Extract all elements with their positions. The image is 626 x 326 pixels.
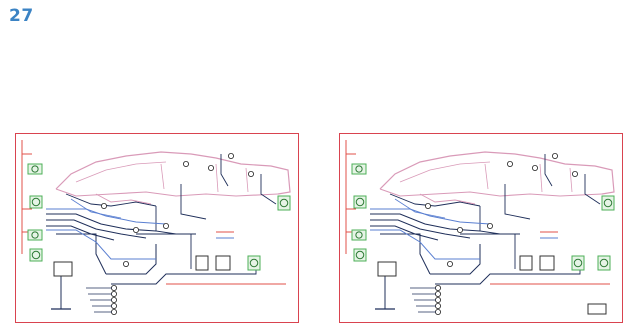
harness-10 bbox=[106, 244, 157, 275]
body-pillar-2 bbox=[215, 163, 219, 193]
harness-11 bbox=[435, 273, 515, 285]
sensor-icon bbox=[551, 152, 558, 159]
blue-wire-1 bbox=[370, 208, 491, 225]
actuator-icon bbox=[351, 163, 367, 175]
harness-11 bbox=[111, 273, 191, 285]
sensor-icon bbox=[101, 203, 108, 210]
sensor-icon bbox=[27, 229, 43, 241]
connector-icon bbox=[601, 195, 615, 211]
harness-4 bbox=[56, 233, 107, 275]
sensor-icon bbox=[182, 160, 189, 167]
sensor-icon bbox=[123, 261, 130, 268]
page-number: 27 bbox=[9, 6, 34, 26]
harness-7 bbox=[504, 184, 531, 220]
body-outline bbox=[55, 151, 291, 195]
connector-icon bbox=[571, 255, 585, 271]
actuator-icon bbox=[353, 248, 367, 262]
blue-wire-1 bbox=[46, 208, 167, 225]
body-contour bbox=[75, 161, 167, 183]
sensor-icon bbox=[435, 284, 442, 291]
sensor-icon bbox=[457, 227, 464, 234]
sensor-icon bbox=[531, 164, 538, 171]
body-outline-lower bbox=[55, 188, 279, 197]
sensor-icon bbox=[111, 290, 118, 297]
actuator-icon bbox=[29, 248, 43, 262]
harness-3 bbox=[370, 225, 439, 241]
harness-2 bbox=[370, 219, 471, 239]
connector-icon bbox=[597, 255, 611, 271]
sensor-icon bbox=[111, 284, 118, 291]
wiring-diagram-right bbox=[339, 133, 623, 323]
sensor-icon bbox=[435, 290, 442, 297]
relay-module bbox=[195, 255, 209, 271]
sensor-icon bbox=[111, 308, 118, 315]
connector-icon bbox=[277, 195, 291, 211]
sensor-icon bbox=[111, 302, 118, 309]
harness-12 bbox=[136, 233, 192, 269]
sensor-icon bbox=[435, 308, 442, 315]
harness-5 bbox=[389, 193, 481, 207]
harness-4 bbox=[380, 233, 431, 275]
wiring-diagram-left bbox=[15, 133, 299, 323]
body-outline bbox=[379, 151, 615, 195]
relay-module bbox=[539, 255, 555, 271]
body-pillar-3 bbox=[569, 167, 573, 193]
sensor-icon bbox=[425, 203, 432, 210]
control-module bbox=[377, 261, 397, 277]
harness-6 bbox=[479, 206, 520, 235]
blue-wire-2 bbox=[46, 229, 156, 260]
actuator-icon bbox=[353, 195, 367, 209]
body-contour bbox=[399, 161, 491, 183]
wiring-diagram-left-svg bbox=[21, 140, 291, 315]
sensor-icon bbox=[207, 164, 214, 171]
harness-7 bbox=[180, 184, 207, 220]
relay-module bbox=[519, 255, 533, 271]
blue-wire-3 bbox=[394, 198, 446, 219]
harness-9 bbox=[584, 174, 601, 205]
sensor-icon bbox=[133, 227, 140, 234]
connector-icon bbox=[247, 255, 261, 271]
body-outline-lower bbox=[379, 188, 603, 197]
sensor-icon bbox=[506, 160, 513, 167]
harness-8 bbox=[220, 154, 229, 187]
sensor-icon bbox=[435, 296, 442, 303]
blue-wire-3 bbox=[70, 198, 122, 219]
sensor-icon bbox=[111, 296, 118, 303]
sensor-icon bbox=[447, 261, 454, 268]
sensor-icon bbox=[162, 223, 169, 230]
harness-2 bbox=[46, 219, 147, 239]
pink-trace bbox=[419, 193, 476, 205]
harness-8 bbox=[544, 154, 553, 187]
harness-10 bbox=[430, 244, 481, 275]
relay-module bbox=[215, 255, 231, 271]
harness-5 bbox=[65, 193, 157, 207]
actuator-icon bbox=[27, 163, 43, 175]
harness-6 bbox=[155, 206, 196, 235]
blue-wire-2 bbox=[370, 229, 480, 260]
wiring-diagram-right-svg bbox=[345, 140, 615, 315]
body-pillar-1 bbox=[484, 163, 489, 190]
control-module bbox=[53, 261, 73, 277]
body-pillar-1 bbox=[160, 163, 165, 190]
sensor-icon bbox=[486, 223, 493, 230]
harness-12 bbox=[460, 233, 516, 269]
harness-3 bbox=[46, 225, 115, 241]
fuse-box bbox=[587, 303, 607, 315]
sensor-icon bbox=[227, 152, 234, 159]
pink-trace bbox=[95, 193, 152, 205]
sensor-icon bbox=[247, 171, 254, 178]
body-pillar-2 bbox=[539, 163, 543, 193]
harness-9 bbox=[260, 174, 277, 205]
actuator-icon bbox=[29, 195, 43, 209]
sensor-icon bbox=[435, 302, 442, 309]
sensor-icon bbox=[351, 229, 367, 241]
sensor-icon bbox=[571, 171, 578, 178]
body-pillar-3 bbox=[245, 167, 249, 193]
